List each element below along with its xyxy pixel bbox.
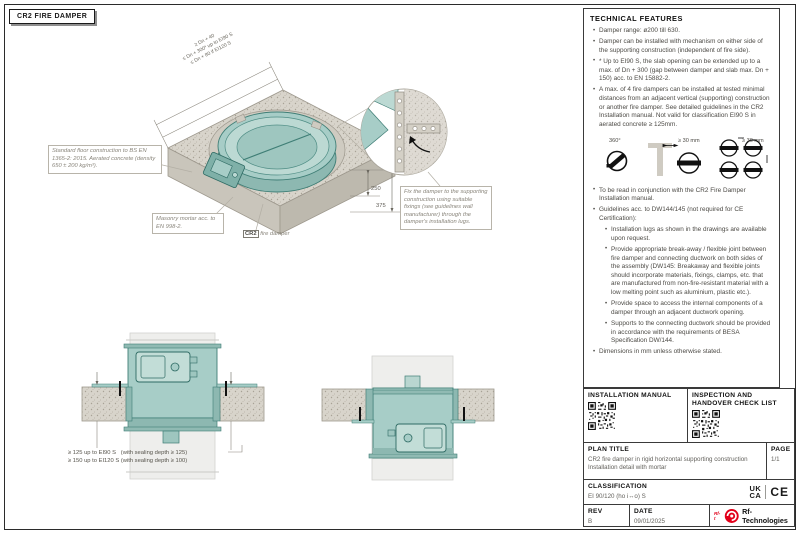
sheet-title-box: CR2 FIRE DAMPER [9,9,96,24]
rf-technologies-logo-icon [724,508,739,523]
icon-wall-gap-label: ≥ 30 mm [678,138,700,144]
classification-cell: CLASSIFICATION EI 90/120 (ho i↔o) S [584,480,749,504]
plan-title-label: PLAN TITLE [588,446,630,453]
page-cell: PAGE 1/1 [767,443,794,479]
ukca-mark: UK CA [749,483,762,500]
section-view-mech-top [81,332,265,480]
installation-manual-cell: INSTALLATION MANUAL [584,389,688,442]
plan-title-line1: CR2 fire damper in rigid horizontal supp… [588,455,748,463]
plan-title-line2: Installation detail with mortar [588,464,667,472]
technical-features-panel: TECHNICAL FEATURES Damper range: ø200 ti… [583,8,780,388]
revision-label: REV [588,508,603,515]
note-dimensions-mm: Dimensions in mm unless otherwise stated… [592,348,771,357]
dim-375-label: 375 [376,203,386,209]
revision-row: REV B DATE 09/01/2025 Rf-t Rf-Technologi… [584,505,794,526]
damper-tag-code: CR2 [243,230,259,238]
sheet-border [4,4,796,530]
sealing-depth-line2: ≥ 150 up to EI120 S (with sealing depth … [68,458,188,465]
certification-marks: UK CA CE [749,480,794,504]
plan-title-row: PLAN TITLE CR2 fire damper in rigid hori… [584,443,794,480]
damper-tag-text: fire damper [260,231,290,237]
inspection-checklist-cell: INSPECTION AND HANDOVER CHECK LIST [688,389,794,442]
ukca-line2: CA [749,491,762,500]
icon-cluster-gap-label: ≥ 30 mm [742,138,764,144]
icon-360-label: 360° [609,138,621,144]
date-cell: DATE 09/01/2025 [630,505,710,526]
spacing-icons-row: 360° ≥ 30 mm [596,133,775,184]
rotation-360-icon [606,150,628,171]
callout-leaders [153,162,441,231]
callout-fixing-instruction: Fix the damper to the supporting constru… [400,186,492,230]
brand-short-text: Rf-t [713,510,721,521]
section-view-mech-bottom [321,355,495,481]
classification-label: CLASSIFICATION [588,483,648,490]
inspection-checklist-label: INSPECTION AND HANDOVER CHECK LIST [692,392,777,407]
title-block-table: INSTALLATION MANUAL INSPECTION AND HANDO… [583,388,795,527]
damper-cluster-icon [719,137,768,179]
documents-row: INSTALLATION MANUAL INSPECTION AND HANDO… [584,389,794,443]
revision-value: B [588,517,593,525]
subnote-access-space: Provide space to access the internal com… [604,300,771,317]
sheet-title: CR2 FIRE DAMPER [17,13,88,20]
sealing-depth-line1: ≥ 125 up to EI90 S (with sealing depth ≥… [68,450,188,456]
page-label: PAGE [771,446,791,453]
ce-mark: CE [770,485,789,499]
revision-cell: REV B [584,505,630,526]
isometric-view [153,61,400,235]
damper-mechanism-iso [202,151,246,189]
inspection-checklist-qr-code [692,409,720,438]
classification-row: CLASSIFICATION EI 90/120 (ho i↔o) S UK C… [584,480,794,505]
drawing-area: Standard floor construction to BS EN 136… [48,31,495,481]
dim-250-label: 250 [371,186,381,192]
note-read-with-manual: To be read in conjunction with the CR2 F… [592,186,771,204]
subnote-duct-supports: Supports to the connecting ductwork shou… [604,320,771,346]
ukca-line1: UK [749,483,762,493]
technical-features-title: TECHNICAL FEATURES [590,14,683,23]
feature-max-dampers: A max. of 4 fire dampers can be installe… [592,86,771,129]
wall-distance-icon [648,142,701,176]
callout-masonry-mortar: Masonry mortar acc. to EN 998-2. [152,213,224,235]
page-number: 1/1 [771,455,780,463]
sealing-depth-note: ≥ 125 up to EI90 S (with sealing depth ≥… [68,449,187,466]
technical-drawing-canvas [81,61,495,481]
installation-manual-qr-code [588,401,616,430]
feature-mechanism-side: Damper can be installed with mechanism o… [592,38,771,55]
feature-slab-opening: * Up to EI90 S, the slab opening can be … [592,57,771,84]
brand-logo-cell: Rf-t Rf-Technologies [710,505,794,526]
classification-value: EI 90/120 (ho i↔o) S [588,492,646,500]
subnote-breakaway-joint: Provide appropriate break-away / flexibl… [604,245,771,298]
plan-title-cell: PLAN TITLE CR2 fire damper in rigid hori… [584,443,767,479]
detail-circle-lug [337,88,448,176]
callout-floor-construction: Standard floor construction to BS EN 136… [48,145,162,174]
date-label: DATE [633,508,653,515]
subnote-installation-lugs: Installation lugs as shown in the drawin… [604,226,771,243]
installation-manual-label: INSTALLATION MANUAL [588,392,672,399]
feature-damper-range: Damper range: ø200 till 630. [592,27,771,36]
marks-divider [765,485,767,499]
brand-name-text: Rf-Technologies [742,506,788,525]
date-value: 09/01/2025 [633,517,665,525]
note-guidelines: Guidelines acc. to DW144/145 (not requir… [592,206,771,223]
damper-tag: CR2 fire damper [243,230,290,238]
